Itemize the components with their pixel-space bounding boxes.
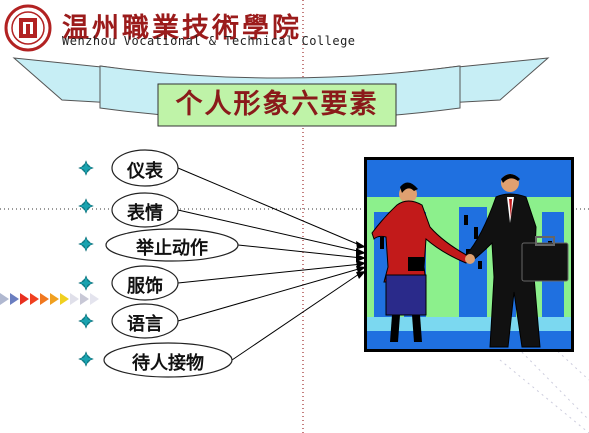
- star-bullet-icon: [78, 313, 94, 329]
- business-handshake-illustration: [364, 157, 574, 352]
- star-bullet-icon: [78, 198, 94, 214]
- element-label-1: 仪表: [127, 161, 163, 182]
- connector-line: [177, 267, 363, 322]
- element-label-2: 表情: [127, 203, 163, 224]
- element-label-4: 服饰: [127, 276, 163, 297]
- connector-line: [177, 209, 363, 253]
- oval-4: [111, 265, 179, 301]
- oval-5: [111, 303, 179, 339]
- triangle-arrow-row-icon: [0, 293, 99, 305]
- element-label-6: 待人接物: [132, 353, 204, 374]
- star-bullet-icon: [78, 236, 94, 252]
- star-bullet-icon: [78, 160, 94, 176]
- woman-figure: [371, 182, 471, 342]
- element-label-5: 语言: [127, 314, 163, 335]
- page-title: 个人形象六要素: [175, 89, 379, 120]
- connector-line: [177, 167, 363, 247]
- college-name-cn: 温州職業技術學院: [62, 13, 302, 44]
- star-bullet-icon: [78, 351, 94, 367]
- man-figure: [465, 174, 569, 348]
- oval-1: [111, 149, 179, 187]
- oval-6: [103, 342, 233, 378]
- college-name-en: Wenzhou Vocational & Technical College: [62, 34, 356, 48]
- college-seal-icon: [4, 4, 52, 52]
- oval-2: [111, 192, 179, 228]
- element-label-3: 举止动作: [136, 238, 208, 259]
- title-ribbon: [12, 57, 550, 127]
- oval-3: [105, 228, 239, 262]
- connector-line: [237, 244, 363, 259]
- star-bullet-icon: [78, 275, 94, 291]
- connector-line: [177, 263, 363, 284]
- connector-line: [231, 271, 363, 361]
